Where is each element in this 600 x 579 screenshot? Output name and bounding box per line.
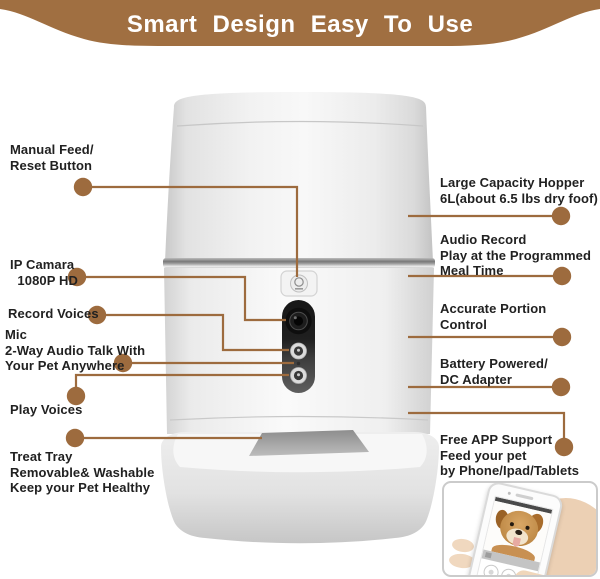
record-button [290,342,307,360]
callout-dot-mic [113,353,133,373]
feeder-lid-seam [176,120,424,127]
label-manual-feed: Manual Feed/ Reset Button [10,142,94,173]
phone-screen [470,495,554,575]
callout-line-record-voices [97,313,289,352]
callout-dot-free-app [554,437,574,457]
label-record-voices: Record Voices [8,306,99,321]
label-treat-tray: Treat Tray Removable& Washable Keep your… [10,449,155,495]
label-mic: Mic 2-Way Audio Talk With Your Pet Anywh… [5,327,146,373]
label-free-app: Free APP Support Feed your pet by Phone/… [440,432,580,478]
callout-dot-portion [552,327,572,347]
toolbar-chip [484,552,492,559]
phone-camera-dot [507,491,512,496]
smartphone [459,483,565,575]
feed-icon [294,277,304,287]
phone-earpiece [515,493,534,501]
app-icon [482,563,501,575]
callout-dot-battery [551,377,571,397]
label-battery: Battery Powered/ DC Adapter [440,356,548,387]
callout-dot-manual-feed [73,177,93,197]
callout-dot-ip-camera [67,267,87,287]
callout-dot-hopper [551,206,571,226]
callout-line-manual-feed [83,185,299,277]
title-banner-ribbon [0,0,600,46]
label-ip-camera: IP Camara 1080P HD [10,257,78,288]
camera-lens-icon [285,307,312,335]
callout-dot-record-voices [87,305,107,325]
manual-feed-button [280,270,318,297]
pet-feeder-device [161,92,439,544]
tray-seam [169,415,429,421]
app-phone-thumbnail [442,481,598,577]
speaker-glyph-icon [297,373,300,377]
mic-glyph-icon [297,348,300,352]
play-button [290,367,307,384]
callout-dot-play-voices [66,386,86,406]
callout-dot-treat-tray [65,428,85,448]
app-icon [499,567,518,575]
page-title: Smart Design Easy To Use [126,11,474,38]
food-chute [249,430,369,456]
callout-dots [65,177,574,457]
callout-line-free-app [408,411,566,445]
label-portion: Accurate Portion Control [440,301,547,332]
callout-line-ip-camera [77,275,286,322]
hand-fingertip [451,537,475,554]
callout-dot-audio-record [552,266,572,286]
silver-stripe [163,258,435,268]
label-play-voices: Play Voices [10,402,83,417]
mic-hole [296,361,301,366]
label-hopper: Large Capacity Hopper 6L(about 6.5 lbs d… [440,175,598,206]
label-audio-record: Audio Record Play at the Programmed Meal… [440,232,592,278]
feeder-hopper-body [165,92,433,262]
